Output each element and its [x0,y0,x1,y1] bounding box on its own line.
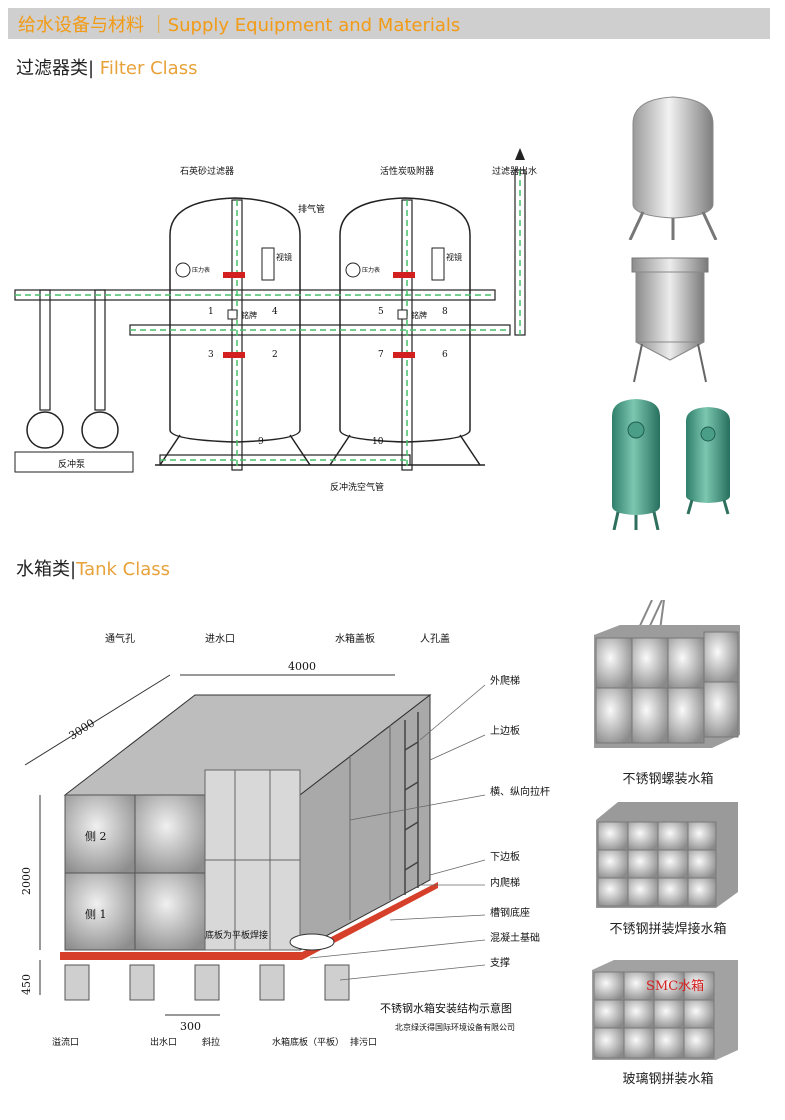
pump-base [14,451,134,473]
filter-title-cn: 过滤器类 [16,58,88,79]
dim-4000: 4000 [288,660,316,673]
diagram-title: 不锈钢水箱安装结构示意图 [380,1001,512,1015]
tank-section-title: 水箱类|Tank Class [16,555,170,581]
valve-marker-1 [223,272,245,278]
filter-title-sep: | [88,58,95,79]
dim-2000: 2000 [20,867,33,895]
valve-number-3: 3 [208,350,214,360]
label-nameplate-1: 铭牌 [241,310,257,320]
diagram-company: 北京绿沃得国际环境设备有限公司 [395,1022,515,1032]
dim-3000: 3000 [67,716,98,742]
label-backwash-pump: 反冲泵 [58,458,85,470]
label-inlet: 进水口 [205,633,235,645]
dim-300: 300 [180,1020,201,1033]
product-caption-2: 不锈钢拼装焊接水箱 [609,922,727,937]
label-top-plate: 上边板 [490,724,520,737]
label-support: 支撑 [490,956,510,969]
page-header: 给水设备与材料 ｜Supply Equipment and Materials [8,8,770,39]
label-manhole: 人孔盖 [420,632,450,645]
valve-number-1: 1 [208,307,214,317]
welded-tank-photo [596,802,738,908]
label-tie-rods: 横、纵向拉杆 [490,785,550,798]
label-floor-plate: 水箱底板（平板） [272,1036,344,1048]
tank-title-cn: 水箱类 [16,559,70,580]
carbon-steel-tanks-photo [612,399,730,530]
label-bottom-plate: 下边板 [490,850,520,863]
dim-450: 450 [20,974,33,995]
backwash-pump-2 [81,411,119,449]
valve-number-2: 2 [272,350,278,360]
smc-tank-label: SMC水箱 [646,978,704,994]
tank-legs [159,434,481,466]
filter-schematic-diagram: 石英砂过滤器 活性炭吸附器 排气管 过滤器出水 视镜 视镜 铭牌 铭牌 压力表 … [14,148,537,493]
label-steel-base: 槽钢底座 [490,906,530,919]
label-nameplate-2: 铭牌 [411,310,427,320]
valve-number-9: 9 [258,437,264,447]
tank-title-sep: | [70,559,77,580]
carbon-filter-tank [339,197,471,443]
drain-opening [289,933,335,951]
label-drain: 排污口 [350,1036,377,1048]
front-panels [64,794,206,951]
tank-title-en: Tank Class [76,559,171,580]
product-caption-3: 玻璃钢拼装水箱 [622,1072,714,1087]
bag-filter-photo [631,257,709,383]
valve-number-10: 10 [372,437,384,447]
label-backwash-air-pipe: 反冲洗空气管 [330,481,384,493]
pressure-gauge-2 [345,262,361,278]
valve-marker-4 [393,352,415,358]
label-quartz-filter: 石英砂过滤器 [180,165,234,177]
leader-lines [309,684,486,981]
label-sight-glass-1: 视镜 [276,252,292,262]
valve-number-4: 4 [272,307,278,317]
sight-glass-1 [261,247,275,281]
nameplate-1 [227,309,238,320]
label-cover-plate: 水箱盖板 [335,632,375,645]
outlet-arrow [515,148,525,160]
valve-marker-3 [393,272,415,278]
tank-structure-diagram: 通气孔 进水口 水箱盖板 人孔盖 4000 3000 2000 450 300 … [20,632,550,1048]
filter-title-en: Filter Class [94,58,198,79]
pipe-flow-lines [15,170,521,470]
label-pressure-gauge-2: 压力表 [362,266,380,274]
quartz-filter-tank [169,197,301,443]
bolted-tank-photo [594,600,740,748]
valve-number-6: 6 [442,350,448,360]
filter-section-title: 过滤器类| Filter Class [16,54,197,80]
label-slope: 斜拉 [202,1036,220,1048]
steel-channel-base [60,882,438,960]
header-title: 给水设备与材料 ｜Supply Equipment and Materials [18,14,461,36]
valve-marker-2 [223,352,245,358]
label-floor-note: 底板为平板焊接 [205,929,268,941]
label-outer-ladder: 外爬梯 [490,674,520,687]
pressure-gauge-1 [175,262,191,278]
label-sight-glass-2: 视镜 [446,252,462,262]
sight-glass-2 [431,247,445,281]
product-caption-1: 不锈钢螺装水箱 [622,772,714,787]
stainless-filter-photo [628,96,718,240]
backwash-pump-1 [26,411,64,449]
label-outlet: 出水口 [150,1036,177,1048]
label-side-1: 侧 1 [85,908,107,921]
label-vent-hole: 通气孔 [105,632,135,645]
label-inner-ladder: 内爬梯 [490,876,520,889]
ladder [404,712,419,895]
label-pressure-gauge-1: 压力表 [192,266,210,274]
label-overflow: 溢流口 [52,1036,79,1048]
label-side-2: 侧 2 [85,830,107,843]
concrete-supports [64,964,350,1001]
valve-number-8: 8 [442,307,448,317]
label-vent-pipe: 排气管 [298,203,325,215]
label-filter-outlet: 过滤器出水 [492,165,537,177]
nameplate-2 [397,309,408,320]
valve-number-7: 7 [378,350,384,360]
valve-number-5: 5 [378,307,384,317]
label-concrete-foundation: 混凝土基础 [490,931,540,944]
frp-tank-photo: SMC水箱 [592,960,738,1060]
dimension-lines [24,674,395,1016]
label-carbon-filter: 活性炭吸附器 [380,165,434,177]
pipe-network [14,169,526,471]
